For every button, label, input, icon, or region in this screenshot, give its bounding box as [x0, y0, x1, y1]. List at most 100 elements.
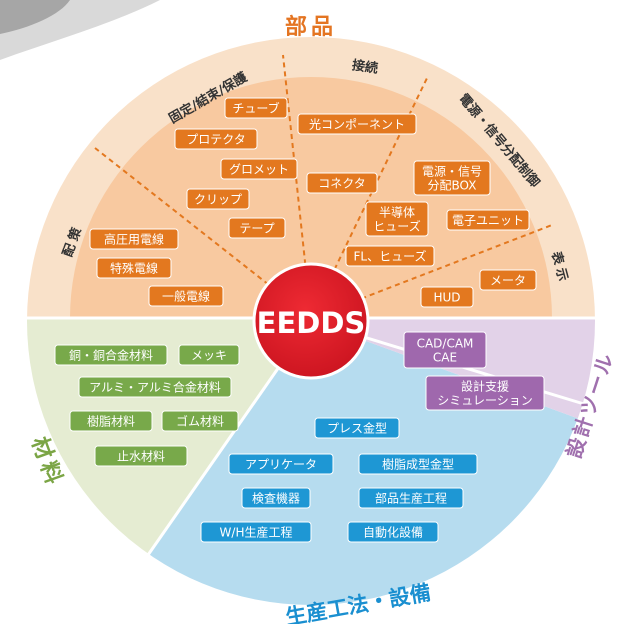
chip-simulation-box [425, 375, 545, 411]
chip-hv-wire-label: 高圧用電線 [104, 231, 164, 246]
chip-special-wire: 特殊電線 [96, 257, 172, 279]
chip-power-distribution-box-label: 電源・信号分配BOX [422, 164, 482, 192]
chip-aluminum-alloy-box [78, 376, 232, 398]
chip-meter: メータ [479, 269, 537, 291]
chip-hud-box [420, 286, 474, 308]
chip-grommet: グロメット [220, 158, 298, 180]
chip-hud: HUD [420, 286, 474, 308]
chip-tape-box [228, 217, 286, 239]
chip-clip-box [186, 188, 250, 210]
chip-plating: メッキ [178, 344, 240, 366]
chip-connector-label: コネクタ [318, 176, 366, 190]
chip-power-distribution-box-box [413, 160, 491, 196]
chip-tape-label: テープ [239, 221, 274, 235]
chip-rubber-box [161, 410, 239, 432]
chip-semiconductor-fuse-label: 半導体ヒューズ [373, 205, 420, 233]
chip-aluminum-alloy-label: アルミ・アルミ合金材料 [89, 379, 221, 394]
chip-grommet-label: グロメット [229, 162, 289, 176]
chip-inspection-box [241, 487, 311, 509]
chip-waterproof-label: 止水材料 [117, 449, 165, 463]
chip-optical: 光コンポーネント [297, 113, 417, 135]
chip-press-mold: プレス金型 [314, 417, 400, 439]
chip-hud-label: HUD [433, 290, 460, 304]
chip-electronic-unit-label: 電子ユニット [452, 213, 524, 227]
chip-protector: プロテクタ [174, 128, 258, 150]
chip-general-wire-label: 一般電線 [162, 288, 210, 303]
chip-power-distribution-box: 電源・信号分配BOX [413, 160, 491, 196]
chip-connector: コネクタ [306, 172, 378, 194]
chip-electronic-unit-box [446, 209, 530, 231]
parts-title: 部品 [285, 14, 337, 40]
chip-clip-label: クリップ [194, 192, 242, 206]
car-wheel-decoration [0, 0, 70, 34]
chip-tape: テープ [228, 217, 286, 239]
chip-tube: チューブ [224, 97, 288, 119]
chip-connector-box [306, 172, 378, 194]
chip-parts-process-box [358, 487, 464, 509]
chip-plating-label: メッキ [191, 348, 227, 362]
chip-resin-box [69, 410, 153, 432]
chip-wh-process-label: W/H生産工程 [220, 524, 293, 539]
chip-semiconductor-fuse: 半導体ヒューズ [365, 201, 429, 237]
chip-protector-label: プロテクタ [186, 132, 246, 146]
chip-wh-process: W/H生産工程 [200, 521, 312, 543]
chip-applicator: アプリケータ [228, 453, 334, 475]
chip-copper-alloy-box [54, 344, 168, 366]
chip-waterproof-box [94, 445, 188, 467]
chip-automation-box [347, 521, 439, 543]
center-label: EEDDS [257, 306, 366, 340]
chip-aluminum-alloy: アルミ・アルミ合金材料 [78, 376, 232, 398]
chip-parts-process: 部品生産工程 [358, 487, 464, 509]
chip-tube-label: チューブ [232, 100, 279, 115]
chip-general-wire: 一般電線 [148, 285, 224, 307]
chip-resin-mold: 樹脂成型金型 [358, 453, 478, 475]
chip-tube-box [224, 97, 288, 119]
chip-electronic-unit: 電子ユニット [446, 209, 530, 231]
chip-special-wire-label: 特殊電線 [110, 260, 158, 275]
chip-simulation-label: 設計支援シミュレーション [437, 378, 533, 407]
chip-applicator-box [228, 453, 334, 475]
chip-protector-box [174, 128, 258, 150]
chip-meter-label: メータ [490, 273, 526, 287]
chip-fl-fuse-box [345, 245, 435, 267]
chip-wh-process-box [200, 521, 312, 543]
chip-parts-process-label: 部品生産工程 [375, 490, 447, 505]
chip-simulation: 設計支援シミュレーション [425, 375, 545, 411]
chip-general-wire-box [148, 285, 224, 307]
chip-resin-mold-box [358, 453, 478, 475]
chip-inspection: 検査機器 [241, 487, 311, 509]
chip-press-mold-box [314, 417, 400, 439]
chip-inspection-label: 検査機器 [252, 490, 300, 505]
chip-meter-box [479, 269, 537, 291]
chip-plating-box [178, 344, 240, 366]
chip-semiconductor-fuse-box [365, 201, 429, 237]
chip-clip: クリップ [186, 188, 250, 210]
chip-optical-box [297, 113, 417, 135]
chip-fl-fuse: FL、ヒューズ [345, 245, 435, 267]
chip-press-mold-label: プレス金型 [327, 420, 387, 435]
chip-special-wire-box [96, 257, 172, 279]
chip-automation: 自動化設備 [347, 521, 439, 543]
chip-cad-cam-cae-box [403, 331, 487, 369]
chip-resin-label: 樹脂材料 [87, 413, 135, 428]
chip-rubber-label: ゴム材料 [176, 413, 224, 428]
chip-resin-mold-label: 樹脂成型金型 [382, 456, 454, 471]
chip-hv-wire-box [89, 228, 179, 250]
chip-copper-alloy-label: 銅・銅合金材料 [69, 347, 153, 362]
chip-hv-wire: 高圧用電線 [89, 228, 179, 250]
chip-applicator-label: アプリケータ [245, 457, 317, 471]
chip-copper-alloy: 銅・銅合金材料 [54, 344, 168, 366]
chip-resin: 樹脂材料 [69, 410, 153, 432]
center-circle [252, 262, 370, 380]
chip-rubber: ゴム材料 [161, 410, 239, 432]
category-connect: 接続 [351, 57, 379, 76]
chip-waterproof: 止水材料 [94, 445, 188, 467]
chip-automation-label: 自動化設備 [363, 524, 423, 539]
chip-fl-fuse-label: FL、ヒューズ [354, 248, 427, 263]
chip-optical-label: 光コンポーネント [309, 117, 405, 131]
chip-grommet-box [220, 158, 298, 180]
